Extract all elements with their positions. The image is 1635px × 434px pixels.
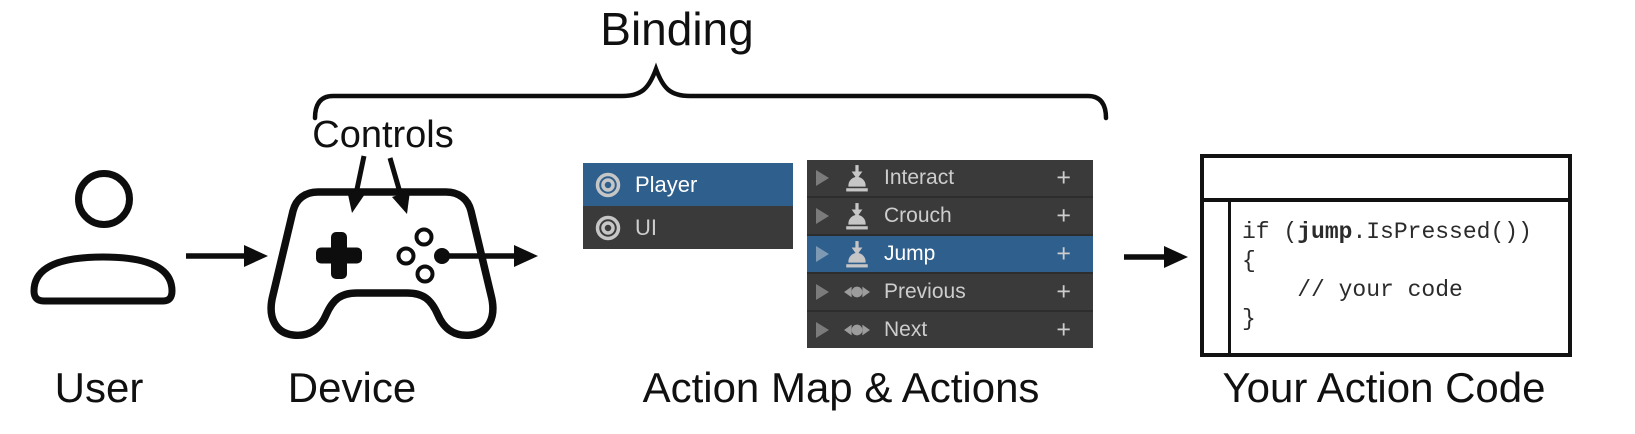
binding-label: Binding: [600, 3, 754, 55]
action-map-icon: [595, 172, 621, 197]
user-to-device-arrow: [186, 245, 268, 267]
button-press-icon: [846, 241, 868, 268]
code-line: if (jump.IsPressed()): [1242, 219, 1532, 245]
code-editor-body: if (jump.IsPressed()) { // your code}: [1204, 202, 1568, 353]
code-editor: if (jump.IsPressed()) { // your code}: [1200, 154, 1572, 357]
action-map-panel: Player UI: [583, 163, 793, 249]
action-row[interactable]: Interact +: [807, 160, 1093, 196]
actions-panel: Interact + Crouch + Jump +: [807, 160, 1093, 348]
code-line: {: [1242, 248, 1256, 274]
add-binding-button[interactable]: +: [1056, 201, 1071, 230]
binding-brace: [312, 62, 1109, 121]
code-line: }: [1242, 306, 1256, 332]
action-map-row[interactable]: Player: [583, 163, 793, 206]
action-map-item-label: UI: [635, 214, 657, 240]
action-map-row[interactable]: UI: [583, 206, 793, 249]
action-map-icon: [595, 215, 621, 240]
action-row[interactable]: Jump +: [807, 236, 1093, 272]
add-binding-button[interactable]: +: [1056, 239, 1071, 268]
foldout-triangle-icon[interactable]: [816, 284, 829, 300]
controls-label: Controls: [312, 114, 454, 156]
code-editor-gutter: [1228, 202, 1231, 353]
foldout-triangle-icon[interactable]: [816, 170, 829, 186]
action-map-item-label: Player: [635, 171, 698, 197]
add-binding-button[interactable]: +: [1056, 277, 1071, 306]
user-icon: [30, 170, 176, 305]
action-item-label: Jump: [884, 242, 936, 265]
action-item-label: Crouch: [884, 204, 952, 227]
device-label: Device: [287, 364, 417, 411]
add-binding-button[interactable]: +: [1056, 315, 1071, 344]
foldout-triangle-icon[interactable]: [816, 208, 829, 224]
action-row[interactable]: Previous +: [807, 274, 1093, 310]
button-press-icon: [846, 165, 868, 192]
button-press-icon: [846, 203, 868, 230]
foldout-triangle-icon[interactable]: [816, 246, 829, 262]
code-editor-header: [1204, 158, 1568, 202]
action-item-label: Next: [884, 318, 928, 341]
code-line: // your code: [1242, 277, 1463, 303]
device-to-actionmap-arrow: [449, 245, 538, 267]
action-code-label: Your Action Code: [1222, 364, 1546, 411]
foldout-triangle-icon[interactable]: [816, 322, 829, 338]
action-item-label: Previous: [884, 280, 966, 303]
actions-to-code-arrow: [1124, 246, 1188, 268]
axis-icon: [844, 324, 870, 336]
user-label: User: [54, 364, 144, 411]
face-buttons-icon: [396, 227, 450, 284]
action-row[interactable]: Crouch +: [807, 198, 1093, 234]
action-item-label: Interact: [884, 166, 955, 189]
controls-arrows: [347, 155, 410, 214]
axis-icon: [844, 286, 870, 298]
add-binding-button[interactable]: +: [1056, 163, 1071, 192]
code-text: if (jump.IsPressed()) { // your code}: [1242, 218, 1532, 334]
action-map-label: Action Map & Actions: [642, 364, 1040, 411]
action-row[interactable]: Next +: [807, 312, 1093, 348]
dpad-icon: [316, 232, 362, 279]
gamepad-icon: [267, 188, 497, 340]
